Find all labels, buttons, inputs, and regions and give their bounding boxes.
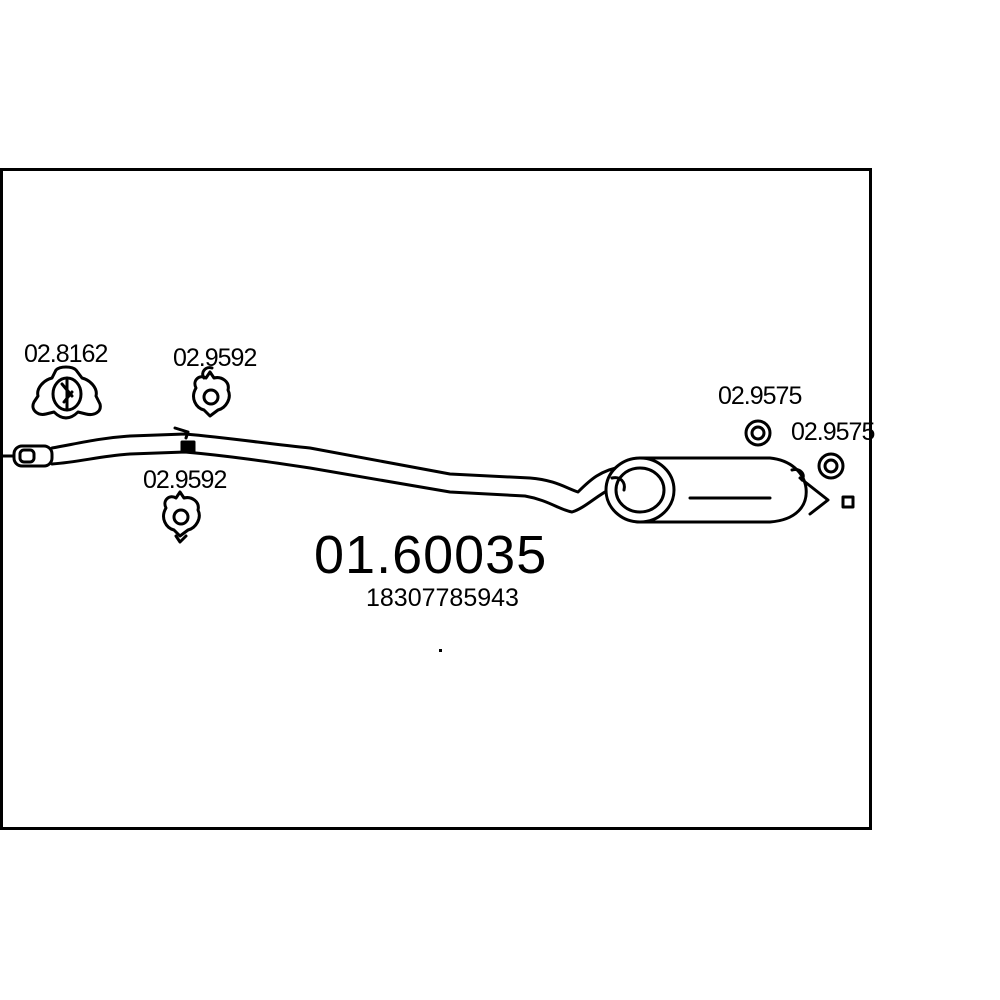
rubber-hanger-icon [192,366,231,418]
pipe-inlet-flange [1,444,54,468]
exhaust-pipe-upper-edge [50,432,627,494]
component-label-clamp: 02.8162 [24,340,108,368]
diagram-frame [0,168,872,830]
part-number: 01.60035 [314,525,548,585]
rubber-hanger-icon [162,490,201,544]
tail-marker [841,495,855,509]
rear-silencer [604,456,830,524]
dot-mark [439,649,442,652]
component-label-hanger-lower: 02.9592 [143,466,227,494]
oe-number: 18307785943 [366,584,519,612]
rubber-ring-icon [817,452,845,480]
exhaust-pipe-lower-edge [50,450,614,514]
component-label-ring-2: 02.9575 [791,418,875,446]
pipe-bracket [173,426,196,454]
clamp-icon [31,365,102,420]
rubber-ring-icon [744,419,772,447]
component-label-hanger-upper: 02.9592 [173,344,257,372]
component-label-ring-1: 02.9575 [718,382,802,410]
